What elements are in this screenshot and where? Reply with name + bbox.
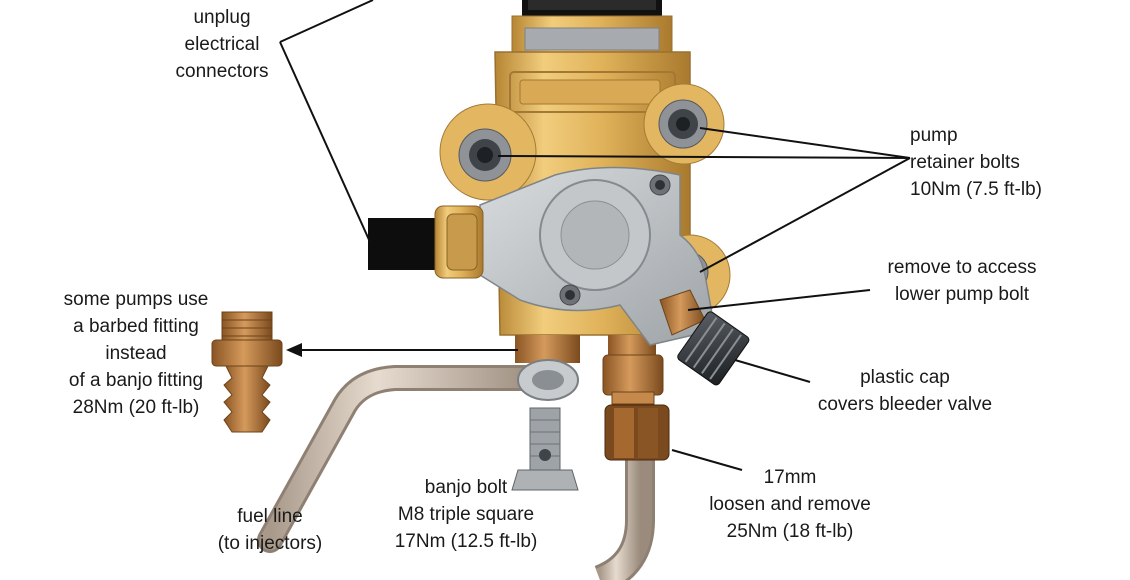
fuel-line-pipe — [257, 365, 553, 553]
electrical-connector — [368, 205, 484, 279]
plastic-cap — [677, 311, 750, 386]
return-pipe — [594, 450, 655, 580]
label-17mm-nut: 17mm loosen and remove 25Nm (18 ft-lb) — [709, 467, 871, 542]
banjo-bolt — [511, 407, 579, 491]
label-plastic-cap: plastic cap covers bleeder valve — [817, 367, 993, 415]
gray-valve-housing — [479, 166, 716, 346]
label-banjo-bolt: banjo bolt M8 triple square 17Nm (12.5 f… — [394, 477, 538, 552]
label-electrical: unplug electrical connectors — [175, 7, 269, 82]
17mm-nut — [602, 354, 670, 461]
banjo-fitting — [517, 359, 579, 401]
label-lower-bolt-access: remove to access lower pump bolt — [887, 257, 1037, 305]
barbed-fitting — [211, 311, 283, 433]
label-retainer-bolts: pump retainer bolts 10Nm (7.5 ft-lb) — [910, 125, 1042, 200]
leader-lines — [279, 0, 911, 471]
label-fuel-line: fuel line (to injectors) — [217, 506, 323, 554]
right-retainer-bolt — [643, 83, 725, 165]
banjo-stub — [515, 335, 580, 363]
arrow-head — [286, 343, 302, 357]
left-retainer-bolt — [439, 103, 537, 201]
label-barbed-fitting: some pumps use a barbed fitting instead … — [63, 289, 209, 418]
